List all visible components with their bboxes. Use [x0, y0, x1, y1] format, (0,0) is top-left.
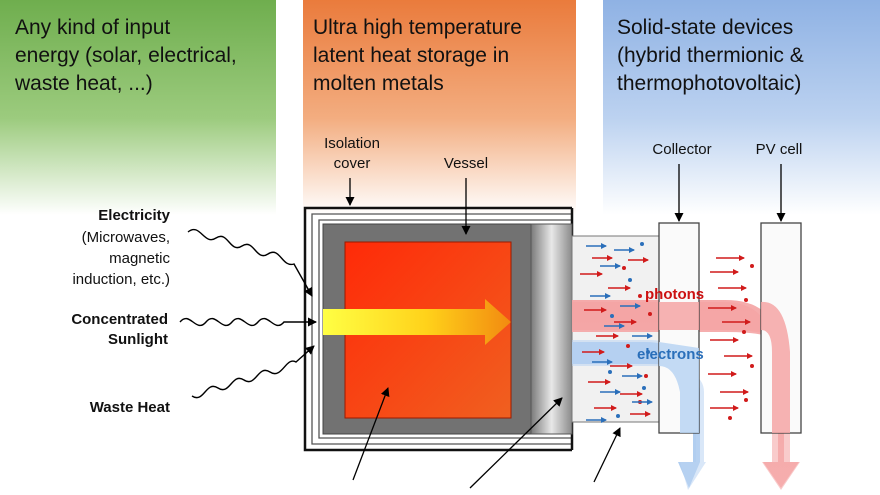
- pv-cell-label: PV cell: [755, 141, 803, 158]
- input-energy-header: Any kind of input energy (solar, electri…: [15, 16, 237, 95]
- isolation-cover-label: Isolation cover: [324, 135, 380, 172]
- isolation-cover: [303, 206, 574, 452]
- solid-state-devices-header: Solid-state devices (hybrid thermionic &…: [617, 16, 804, 95]
- heat-storage-panel: [303, 0, 576, 215]
- solid-state-devices-panel: [603, 0, 880, 215]
- electron-arrows: [586, 243, 653, 423]
- electricity-detail-label: (Microwaves, magnetic induction, etc.): [72, 229, 170, 288]
- electricity-label: Electricity: [98, 207, 170, 224]
- electrons-label: electrons: [637, 346, 704, 363]
- energy-input-arrow: [323, 299, 511, 345]
- collector-label: Collector: [652, 141, 712, 158]
- waste-heat-label: Waste Heat: [89, 399, 170, 416]
- electron-dots: [608, 242, 650, 418]
- pointer-arrows: [345, 164, 786, 489]
- wavy-input-arrows: [179, 229, 317, 399]
- concentrated-sunlight-label: Concentrated Sunlight: [71, 311, 168, 348]
- heat-storage-header: Ultra high temperature latent heat stora…: [313, 16, 522, 95]
- photons-label: photons: [645, 286, 705, 303]
- input-energy-panel: [0, 0, 276, 215]
- photon-arrows: [580, 255, 753, 417]
- emitter: [530, 223, 573, 435]
- vessel-label: Vessel: [443, 155, 489, 172]
